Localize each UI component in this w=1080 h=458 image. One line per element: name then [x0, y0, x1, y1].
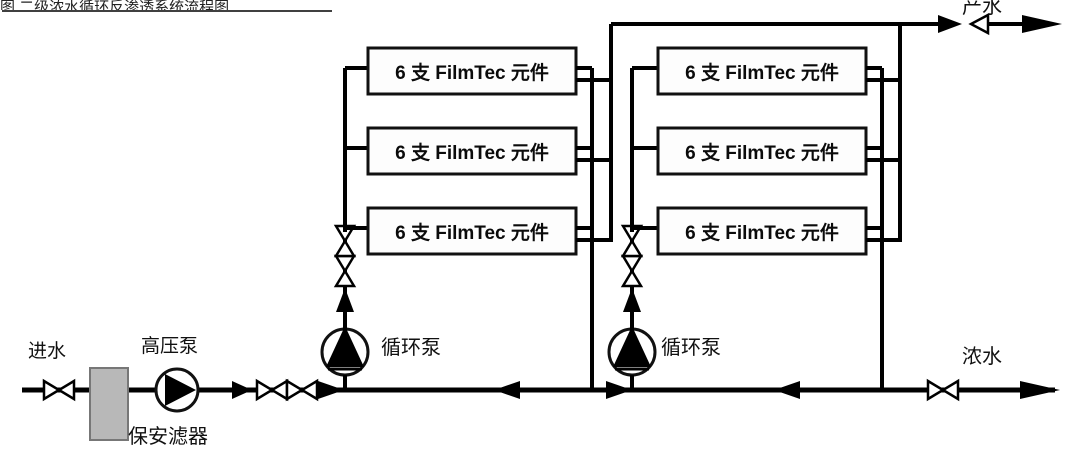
feed-gate-valve-icon: [42, 378, 76, 402]
stage2-vessel-2: [656, 126, 868, 176]
stage1-vessel-2-label: 6 支 FilmTec 元件: [395, 142, 549, 164]
gate-valve-icon-riser-1a: [333, 254, 357, 288]
gate-valve-icon-2: [285, 378, 319, 402]
stage2-vessel-2-label: 6 支 FilmTec 元件: [685, 142, 839, 164]
circulation-pump-2-label: 循环泵: [661, 337, 721, 359]
permeate-outlet-arrow: [1022, 15, 1062, 33]
stage2-vessel-1-label: 6 支 FilmTec 元件: [685, 62, 839, 84]
check-valve-icon-up-1: [336, 288, 354, 312]
circulation-pump-2-icon: [607, 326, 657, 377]
high-pressure-pump-icon: [154, 367, 200, 413]
circulation-pump-1-label: 循环泵: [381, 337, 441, 359]
flow-arrow-right-2: [606, 381, 632, 399]
cartridge-filter-label: 保安滤器: [128, 426, 208, 448]
stage1-vessel-3-label: 6 支 FilmTec 元件: [395, 222, 549, 244]
flow-arrow-right-1: [318, 381, 344, 399]
stage1-vessel-1-label: 6 支 FilmTec 元件: [395, 62, 549, 84]
gate-valve-icon-riser-2a: [620, 254, 644, 288]
concentrate-valve-icon: [926, 378, 960, 402]
stage2-vessel-3: [656, 206, 868, 256]
concentrate-label: 浓水: [962, 346, 1002, 368]
concentrate-outlet-arrow: [1020, 381, 1060, 399]
feed-label: 进水: [28, 341, 67, 362]
stage2-vessel-3-label: 6 支 FilmTec 元件: [685, 222, 839, 244]
check-valve-icon-up-2: [623, 288, 641, 312]
cartridge-filter-icon: [89, 367, 129, 441]
gate-valve-icon-1: [255, 378, 289, 402]
stage1-vessel-1: [366, 46, 578, 96]
flow-arrow-left-1: [494, 381, 520, 399]
flow-arrow-left-2: [774, 381, 800, 399]
permeate-label: 产水: [962, 0, 1002, 18]
high-pressure-pump-label: 高压泵: [141, 336, 199, 357]
stage1-vessel-2: [366, 126, 578, 176]
stage1-vessel-3: [366, 206, 578, 256]
stage2-vessel-1: [656, 46, 868, 96]
permeate-check-valve-icon: [938, 15, 962, 33]
check-valve-icon-1: [232, 381, 252, 399]
circulation-pump-1-icon: [320, 326, 370, 377]
figure-caption: 图 二级浓水循环反渗透系统流程图: [0, 0, 230, 10]
